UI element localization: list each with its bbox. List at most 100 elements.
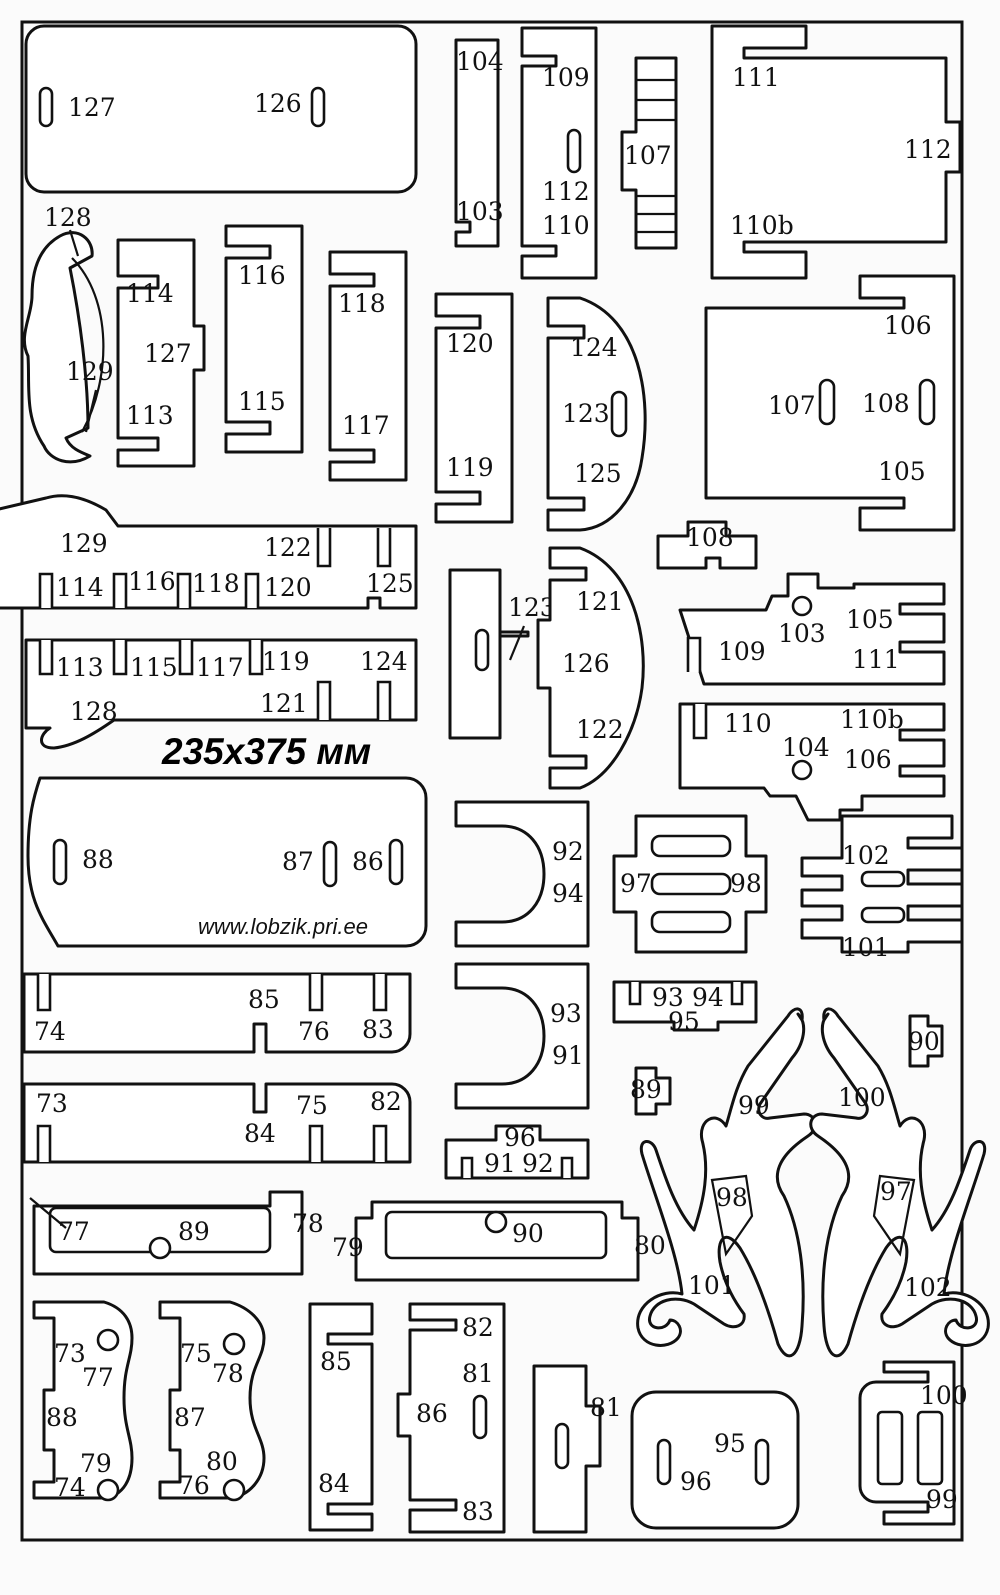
label-118: 118 — [338, 289, 386, 318]
part-91-92-96: 96 91 92 — [444, 1123, 590, 1180]
label-74: 74 — [54, 1473, 86, 1502]
label-128: 128 — [44, 203, 92, 232]
part-109-110-112: 109 112 110 — [520, 26, 598, 280]
label-113: 113 — [56, 653, 104, 682]
label-75: 75 — [180, 1339, 212, 1368]
part-123-small: 123 — [448, 568, 556, 740]
label-118: 118 — [192, 569, 240, 598]
part-101-102: 102 101 — [800, 814, 964, 962]
label-117: 117 — [196, 653, 244, 682]
label-119: 119 — [446, 453, 494, 482]
sheet-dimensions: 235x375 мм — [161, 731, 371, 772]
label-96: 96 — [680, 1467, 712, 1496]
label-110: 110 — [542, 211, 590, 240]
label-89: 89 — [178, 1217, 210, 1246]
part-103-105-109-111: 109 103 105 111 — [678, 572, 946, 686]
label-92: 92 — [522, 1149, 554, 1178]
label-105: 105 — [878, 457, 926, 486]
website-url: www.lobzik.pri.ee — [198, 914, 368, 939]
label-125: 125 — [574, 459, 622, 488]
label-82: 82 — [462, 1313, 494, 1342]
label-116: 116 — [128, 567, 176, 596]
label-106: 106 — [844, 745, 892, 774]
label-97: 97 — [880, 1177, 912, 1206]
label-111: 111 — [852, 645, 900, 674]
label-110: 110 — [724, 709, 772, 738]
label-112: 112 — [542, 177, 590, 206]
label-75: 75 — [296, 1091, 328, 1120]
label-103: 103 — [778, 619, 826, 648]
label-78: 78 — [292, 1209, 324, 1238]
label-105: 105 — [846, 605, 894, 634]
label-89: 89 — [630, 1075, 662, 1104]
label-79: 79 — [332, 1233, 364, 1262]
label-121: 121 — [576, 587, 624, 616]
label-108: 108 — [862, 389, 910, 418]
part-small-108: 108 — [656, 520, 758, 570]
part-side-73-74-77-79-88: 73 77 88 79 74 — [32, 1300, 134, 1502]
label-104: 104 — [456, 47, 504, 76]
label-95: 95 — [668, 1007, 700, 1036]
label-116: 116 — [238, 261, 286, 290]
label-128: 128 — [70, 697, 118, 726]
label-122: 122 — [264, 533, 312, 562]
label-81: 81 — [590, 1393, 622, 1422]
label-95: 95 — [714, 1429, 746, 1458]
part-side-75-76-78-80-87: 75 78 87 80 76 — [158, 1300, 266, 1502]
part-leg-right-97-100-102: 100 97 102 — [809, 1007, 990, 1358]
label-82: 82 — [370, 1087, 402, 1116]
label-93: 93 — [652, 983, 684, 1012]
label-104: 104 — [782, 733, 830, 762]
part-curved-128-129: 128 129 — [22, 203, 114, 464]
label-84: 84 — [244, 1119, 276, 1148]
label-98: 98 — [716, 1183, 748, 1212]
label-102: 102 — [904, 1273, 952, 1302]
label-88: 88 — [46, 1403, 78, 1432]
part-84-85: 85 84 — [308, 1302, 374, 1532]
label-98: 98 — [730, 869, 762, 898]
label-73: 73 — [36, 1089, 68, 1118]
part-123-124-125: 124 123 125 — [546, 296, 647, 532]
label-124: 124 — [570, 333, 618, 362]
part-comb-73-75-82-84: 73 84 75 82 — [22, 1082, 412, 1164]
label-113: 113 — [126, 401, 174, 430]
part-113-114-127: 114 127 113 — [116, 238, 206, 468]
label-106: 106 — [884, 311, 932, 340]
label-109: 109 — [718, 637, 766, 666]
label-121: 121 — [260, 689, 308, 718]
label-76: 76 — [178, 1471, 210, 1500]
label-73: 73 — [54, 1339, 86, 1368]
label-80: 80 — [206, 1447, 238, 1476]
label-86: 86 — [352, 847, 384, 876]
label-83: 83 — [362, 1015, 394, 1044]
label-92: 92 — [552, 837, 584, 866]
label-94: 94 — [552, 879, 584, 908]
part-strip-103-104: 104 103 — [454, 38, 504, 248]
label-99: 99 — [926, 1485, 958, 1514]
label-100: 100 — [838, 1083, 886, 1112]
label-91: 91 — [552, 1041, 584, 1070]
label-76: 76 — [298, 1017, 330, 1046]
label-122: 122 — [576, 715, 624, 744]
label-87: 87 — [174, 1403, 206, 1432]
label-120: 120 — [446, 329, 494, 358]
part-arch-91-93: 93 91 — [454, 962, 590, 1110]
label-115: 115 — [238, 387, 286, 416]
label-94: 94 — [692, 983, 724, 1012]
part-comb-upper-114-125: 129 122 125 114 116 118 120 — [0, 494, 418, 610]
label-127: 127 — [68, 93, 116, 122]
label-74: 74 — [34, 1017, 66, 1046]
part-115-116: 116 115 — [224, 224, 304, 454]
part-small-90: 90 — [908, 1014, 944, 1068]
part-comb-lower-113-124: 113 115 117 119 124 128 121 — [24, 638, 418, 750]
part-119-120: 120 119 — [434, 292, 514, 524]
label-90: 90 — [908, 1027, 940, 1056]
part-leg-left-98-99-101: 99 98 101 — [636, 1007, 817, 1358]
label-111: 111 — [732, 63, 780, 92]
label-90: 90 — [512, 1219, 544, 1248]
part-comb-74-76-83-85: 85 74 76 83 — [22, 972, 412, 1054]
label-77: 77 — [82, 1363, 114, 1392]
label-79: 79 — [80, 1449, 112, 1478]
